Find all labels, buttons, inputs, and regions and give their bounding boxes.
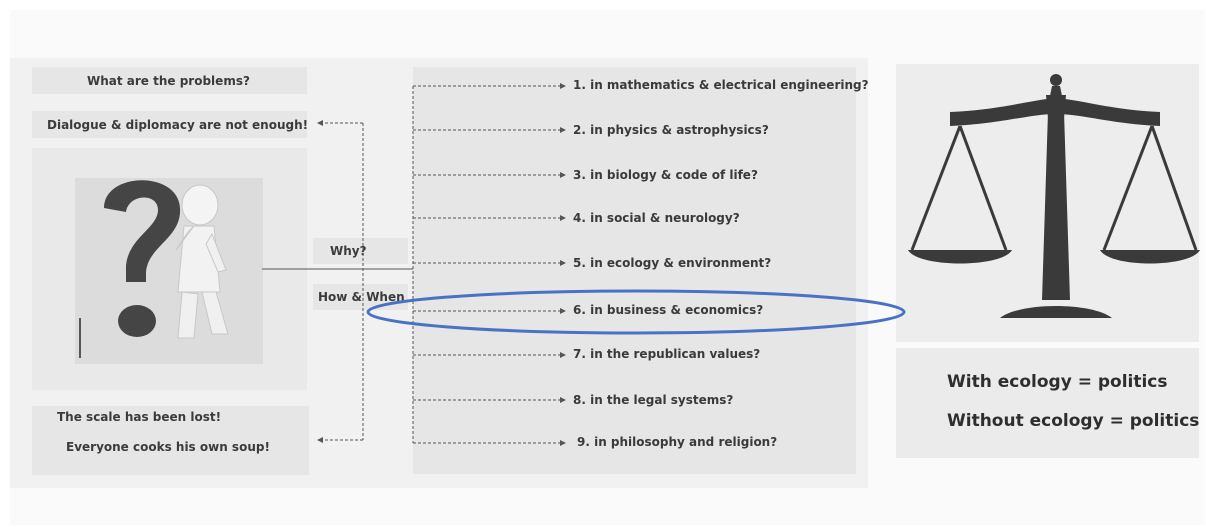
list-item: 6. in business & economics? bbox=[573, 303, 764, 317]
list-item: 9. in philosophy and religion? bbox=[577, 435, 778, 449]
problems-box: What are the problems? bbox=[32, 67, 307, 94]
list-item: 4. in social & neurology? bbox=[573, 211, 740, 225]
problems-label: What are the problems? bbox=[87, 74, 250, 88]
list-item: 3. in biology & code of life? bbox=[573, 168, 758, 182]
ecology-line-2: Without ecology = politics bbox=[947, 411, 1200, 431]
how-when-label: How & When bbox=[318, 290, 405, 304]
why-box: Why? bbox=[313, 238, 408, 264]
connector-lines bbox=[262, 83, 566, 446]
list-item: 8. in the legal systems? bbox=[573, 393, 734, 407]
why-label: Why? bbox=[330, 244, 367, 258]
ecology-panel bbox=[896, 348, 1199, 458]
balance-scale-icon bbox=[908, 74, 1200, 318]
how-when-box: How & When bbox=[313, 284, 408, 310]
dialogue-box: Dialogue & diplomacy are not enough! bbox=[32, 111, 309, 138]
list-item: 7. in the republican values? bbox=[573, 347, 761, 361]
scale-lost-label: The scale has been lost! bbox=[57, 410, 222, 424]
soup-label: Everyone cooks his own soup! bbox=[66, 440, 270, 454]
scale-lost-box: The scale has been lost! Everyone cooks … bbox=[32, 406, 309, 475]
ecology-line-1: With ecology = politics bbox=[947, 372, 1168, 392]
list-item: 2. in physics & astrophysics? bbox=[573, 123, 769, 137]
list-item: 5. in ecology & environment? bbox=[573, 256, 772, 270]
questions-panel bbox=[413, 67, 856, 474]
highlight-ellipse bbox=[366, 289, 906, 335]
list-item: 1. in mathematics & electrical engineeri… bbox=[573, 78, 869, 92]
question-thinker-figure bbox=[75, 178, 263, 364]
dialogue-label: Dialogue & diplomacy are not enough! bbox=[47, 118, 309, 132]
